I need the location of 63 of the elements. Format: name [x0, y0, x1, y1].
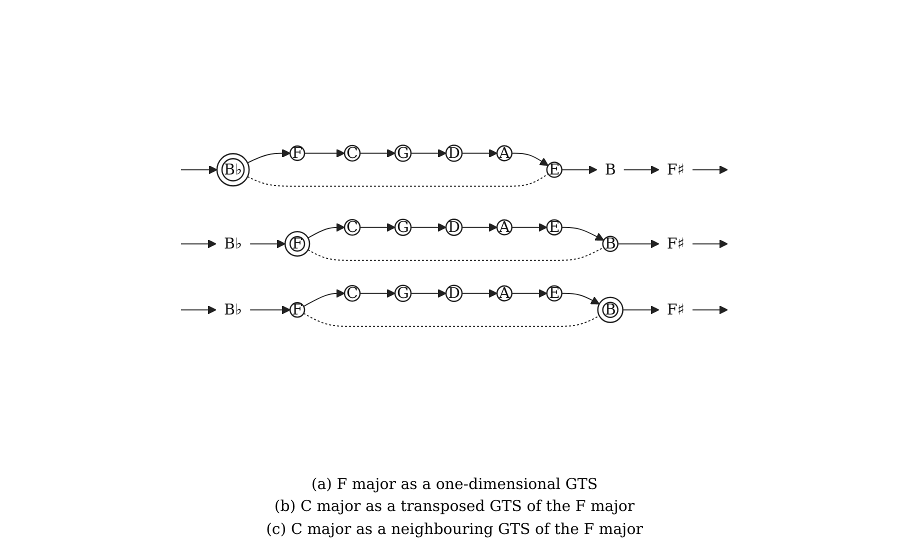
arrow [562, 292, 600, 304]
figure-caption: (a) F major as a one-dimensional GTS [310, 474, 599, 494]
node-circle: B [602, 236, 619, 252]
node-text: B♭ [224, 300, 242, 319]
node-circle: C [344, 219, 361, 236]
arrow [410, 148, 447, 158]
node-circle: E [546, 285, 563, 302]
arrow [250, 306, 291, 314]
arrow [247, 148, 291, 164]
figure-caption: (b) C major as a transposed GTS of the F major [273, 496, 636, 517]
node-circle: B [597, 296, 624, 324]
arrow [562, 165, 598, 174]
node-circle: F [290, 302, 306, 318]
node-circle: A [496, 285, 513, 302]
node-circle: A [496, 219, 513, 236]
arrow [360, 289, 396, 298]
node-circle: C [344, 144, 361, 162]
arrow [618, 240, 660, 248]
node-circle: G [394, 144, 412, 162]
arrow [692, 165, 728, 174]
dotted-arc [247, 173, 549, 187]
arrow [308, 223, 346, 238]
arrow [512, 223, 548, 232]
node-circle: C [344, 285, 361, 302]
node-circle: A [496, 145, 513, 162]
node-circle: G [394, 284, 412, 302]
arrow [250, 240, 286, 248]
arrow [512, 289, 548, 298]
arrow [180, 165, 218, 174]
node-text: B♭ [224, 234, 242, 253]
arrow [304, 148, 346, 158]
node-text: F♯ [667, 160, 685, 179]
node-text: B [605, 160, 616, 179]
arrow [462, 223, 498, 232]
arrow [410, 223, 447, 232]
figure-caption: (c) C major as a neighbouring GTS of the F major [266, 518, 643, 540]
node-circle: E [546, 219, 563, 236]
node-circle: F [284, 231, 310, 257]
node-circle: B♭ [216, 153, 250, 187]
node-circle: D [446, 284, 463, 302]
node-circle: D [446, 144, 463, 162]
arrow [180, 306, 217, 314]
arrow [624, 165, 660, 174]
arrow [462, 148, 498, 158]
node-circle: E [546, 162, 563, 178]
node-circle: D [446, 218, 463, 236]
arrow [180, 240, 217, 248]
node-circle: G [394, 218, 412, 236]
node-text: F♯ [667, 234, 685, 253]
dotted-arc [303, 312, 600, 327]
arrow [692, 306, 728, 314]
arrow [360, 223, 396, 232]
arrow [562, 226, 604, 241]
dotted-arc [308, 246, 604, 261]
arrow [462, 289, 498, 298]
arrow [410, 289, 447, 298]
arrow [512, 152, 549, 166]
arrow [622, 306, 660, 314]
arrow [360, 148, 396, 158]
node-text: F♯ [667, 300, 685, 319]
arrow [692, 240, 728, 248]
node-circle: F [290, 145, 306, 162]
arrow [303, 289, 346, 307]
